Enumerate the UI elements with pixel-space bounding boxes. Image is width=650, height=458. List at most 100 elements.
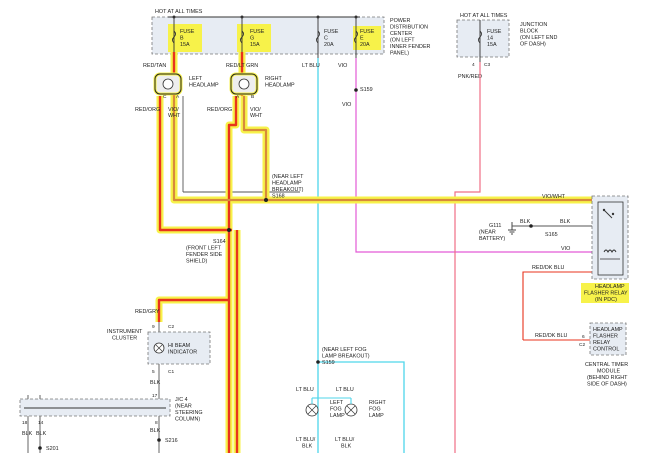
wire-red-org-left: RED/ORG	[135, 107, 160, 113]
right-fog-lamp-0: RIGHT	[369, 400, 386, 406]
relay-label-1: FLASHER RELAY	[584, 291, 628, 297]
right-headlamp-label-1: HEADLAMP	[265, 83, 295, 89]
pdc-line-0: POWER	[390, 18, 410, 24]
right-fog-lamp-1: FOG	[369, 407, 381, 413]
jc4-label-3: COLUMN)	[175, 417, 200, 423]
wire-blk-cluster: BLK	[150, 380, 161, 386]
cluster-pin-c2: C2	[168, 324, 174, 330]
wire-vio-wht-left: VIO/	[168, 107, 179, 113]
ctm-caption-2: (BEHIND RIGHT	[587, 375, 628, 381]
right-headlamp-pin-a: A	[236, 94, 240, 100]
wire-pnk-red-label: PNK/RED	[458, 74, 482, 80]
junction-connector-jc4	[19, 398, 171, 417]
hi-beam-indicator-0: HI BEAM	[168, 343, 191, 349]
jc4-pin-17: 17	[152, 393, 158, 399]
wire-lt-blu-blk-1b: BLK	[302, 444, 313, 450]
wire-red-tan-label: RED/TAN	[143, 63, 166, 69]
wire-red-lt-grn-label: RED/LT GRN	[226, 63, 258, 69]
splice-s164-dot	[227, 228, 231, 232]
jc4-pin-8: 8	[155, 420, 158, 426]
ctm-pin-6: 6	[582, 334, 585, 340]
wire-lt-blu	[317, 58, 405, 453]
jc4-label-1: (NEAR	[175, 404, 192, 410]
wire-red-dk-blu-2-label: RED/DK BLU	[535, 333, 567, 339]
wire-vio-wht-right2: WHT	[250, 113, 263, 119]
junction-block	[456, 19, 510, 58]
left-fog-lamp: LEFT FOG LAMP	[305, 400, 345, 419]
wire-red-gry: RED/GRY	[135, 309, 160, 315]
s168-line-2: BREAKOUT)	[272, 187, 304, 193]
s164-line-2: FENDER SIDE	[186, 252, 223, 258]
g111-line-2: BATTERY)	[479, 236, 505, 242]
wire-lt-blu-fog2: LT BLU	[336, 387, 354, 393]
fuse14-connector: C3	[484, 62, 490, 68]
s168-line-0: (NEAR LEFT	[272, 174, 304, 180]
g111-line-0: G111	[489, 223, 501, 229]
ctm-pin-c2: C2	[579, 342, 585, 348]
ctm-caption-1: MODULE	[597, 369, 620, 375]
jb-line-0: JUNCTION	[520, 22, 547, 28]
relay-label-highlight	[581, 283, 629, 303]
wire-pnk-red	[454, 62, 481, 453]
s164-line-3: SHIELD)	[186, 259, 207, 265]
central-timer-module: HEADLAMP FLASHER RELAY CONTROL	[589, 322, 627, 356]
relay-label-2: (IN PDC)	[595, 297, 617, 303]
pdc-line-4: INNER FENDER	[390, 44, 431, 50]
fuse-e-id: E	[360, 36, 364, 42]
wire-lt-blu-label: LT BLU	[302, 63, 320, 69]
hi-beam-indicator-1: INDICATOR	[168, 350, 197, 356]
right-fog-lamp-2: LAMP	[369, 413, 384, 419]
hot-at-all-times-left: HOT AT ALL TIMES	[155, 9, 203, 15]
fuse-c: FUSE C 20A	[316, 15, 339, 58]
left-fog-lamp-1: FOG	[330, 407, 342, 413]
wire-red-dk-blu-1-label: RED/DK BLU	[532, 265, 564, 271]
s159-fog-line-2: S159	[322, 360, 335, 366]
jc4-pin-14: 14	[38, 420, 44, 426]
ground-g111	[508, 222, 533, 235]
fuse-b-label: FUSE	[180, 29, 195, 35]
wire-vio-relay: VIO	[561, 246, 570, 252]
s159-fog-line-0: (NEAR LEFT FOG	[322, 347, 367, 353]
ctm-box-1: FLASHER	[593, 334, 618, 340]
fuse-g-label: FUSE	[250, 29, 265, 35]
s164-line-0: S164	[213, 239, 226, 245]
left-headlamp-label-0: LEFT	[189, 76, 203, 82]
s164-line-1: (FRONT LEFT	[186, 246, 222, 252]
relay-label-0: HEADLAMP	[595, 284, 625, 290]
left-headlamp: C A LEFT HEADLAMP	[153, 72, 219, 100]
wire-red-org-right: RED/ORG	[207, 107, 232, 113]
s168-line-1: HEADLAMP	[272, 181, 302, 187]
wire-vio-wht-left2: WHT	[168, 113, 181, 119]
highlighted-circuit	[155, 52, 600, 453]
splice-s168-dot	[264, 198, 268, 202]
wire-vio-wht-main: VIO/WHT	[542, 194, 566, 200]
ctm-box-2: RELAY	[593, 340, 611, 346]
splice-s159-top: S159	[360, 87, 373, 93]
wire-lt-blu-blk-1a: LT BLU/	[296, 437, 316, 443]
wire-lt-blu-blk-2a: LT BLU/	[335, 437, 355, 443]
wire-vio-wht-right: VIO/	[250, 107, 261, 113]
right-headlamp: A B RIGHT HEADLAMP	[229, 72, 295, 100]
pdc-line-3: (ON LEFT	[390, 38, 415, 44]
left-headlamp-pin-c: C	[163, 94, 167, 100]
s159-fog-line-1: LAMP BREAKOUT)	[322, 354, 370, 360]
right-headlamp-label-0: RIGHT	[265, 76, 282, 82]
wire-red-dk-blu-1	[522, 271, 592, 340]
g111-line-1: (NEAR	[479, 230, 496, 236]
wire-blk-g111: BLK	[520, 219, 531, 225]
fuse-e-amps: 20A	[360, 42, 370, 48]
wire-blk-jc2: BLK	[36, 431, 47, 437]
fuse-g-id: G	[250, 36, 254, 42]
cluster-pin-9: 9	[152, 324, 155, 330]
fuse-14-amps: 15A	[487, 42, 497, 48]
fuse-b-id: B	[180, 36, 184, 42]
jc4-label-0: J/C 4	[175, 397, 188, 403]
headlamp-flasher-relay	[591, 195, 629, 280]
right-headlamp-pin-b: B	[251, 94, 254, 100]
fuse-14-label: FUSE	[487, 29, 502, 35]
instrument-cluster: HI BEAM INDICATOR	[147, 331, 211, 365]
wire-blk-jc1: BLK	[22, 431, 33, 437]
left-fog-lamp-2: LAMP	[330, 413, 345, 419]
